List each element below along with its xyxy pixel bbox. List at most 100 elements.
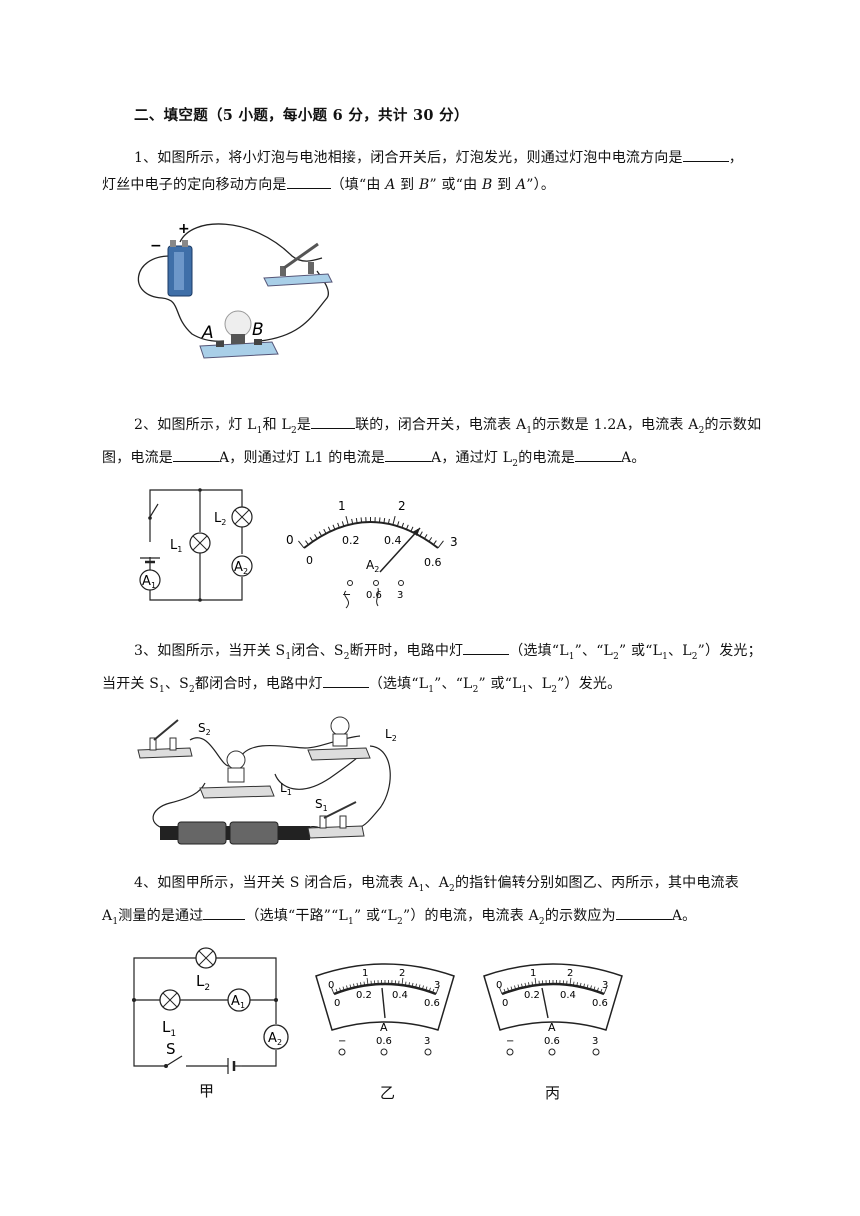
dial-tick: [528, 982, 530, 987]
dial-tick: [435, 987, 440, 995]
figure-two-switch-circuit: S2 L2 L1 S1: [137, 716, 397, 845]
dial-tick: [428, 537, 433, 542]
scale-label: 0: [496, 980, 502, 991]
question-2-line-1: 2、如图所示，灯 L1和 L2是联的，闭合开关，电流表 A1的示数是 1.2A，…: [134, 412, 824, 445]
dial-tick: [378, 517, 381, 523]
answer-blank[interactable]: [385, 447, 432, 462]
lamp-l2: [195, 947, 217, 969]
dial-tick: [600, 988, 603, 993]
scale-label: 2: [567, 968, 573, 979]
dial-tick: [408, 982, 410, 987]
dial-tick: [318, 531, 323, 537]
answer-blank[interactable]: [203, 905, 246, 920]
switch-pivot: [148, 516, 152, 520]
battery-pack: [160, 821, 310, 845]
question-3-line-1: 3、如图所示，当开关 S1闭合、S2断开时，电路中灯（选填“L1”、“L2” 或…: [134, 638, 834, 671]
answer-blank[interactable]: [173, 447, 219, 462]
scale-label: 0.4: [392, 990, 408, 1001]
dial-tick: [363, 981, 365, 986]
scale-label: 0.6: [424, 556, 442, 569]
scale-label: 2: [398, 499, 406, 513]
svg-text:A: A: [234, 560, 243, 575]
dial-tick: [401, 522, 405, 528]
question-3-text: 3、如图所示，当开关 S1闭合、S2断开时，电路中灯（选填“L1”、“L2” 或…: [102, 638, 834, 704]
answer-blank[interactable]: [575, 447, 622, 462]
figure-ammeter-yi: 0 1 2 3 0 0.2 0.4 0.6 A − 0.6 3: [315, 963, 455, 1056]
dial-tick: [593, 986, 596, 991]
answer-blank[interactable]: [286, 174, 331, 189]
dial-tick: [531, 981, 533, 986]
label-l1: L1: [162, 1018, 176, 1039]
answer-blank[interactable]: [322, 673, 369, 688]
answer-blank[interactable]: [463, 640, 510, 655]
dial-tick: [337, 522, 340, 528]
dial-tick: [298, 540, 305, 549]
dial-tick: [351, 518, 354, 524]
svg-text:−: −: [342, 588, 351, 601]
dial-tick: [576, 982, 578, 987]
dial-arc: [303, 521, 439, 549]
label-l2: L2: [196, 972, 210, 993]
scale-label: 0: [328, 980, 334, 991]
dial-tick: [360, 982, 362, 987]
question-1-line-2: 灯丝中电子的定向移动方向是（填“由 A 到 B” 或“由 B 到 A”）。: [102, 172, 814, 199]
scale-label: 0.2: [342, 534, 360, 547]
switch-pivot: [164, 1064, 168, 1068]
scale-label: 3: [434, 980, 440, 991]
label-s: S: [166, 1040, 176, 1058]
figure-ammeter-bing: 0 1 2 3 0 0.2 0.4 0.6 A − 0.6 3: [483, 963, 623, 1056]
answer-blank[interactable]: [311, 414, 356, 429]
scale-label: 0.2: [524, 990, 540, 1001]
caption-jia: 甲: [199, 1082, 215, 1100]
dial-tick: [433, 540, 437, 545]
light-bulb: [199, 310, 279, 359]
figure-ammeter-dial: 0 1 2 3 0 0.2 0.4 0.6 A2 − 0.6 3: [286, 499, 458, 609]
dial-ticks: [298, 516, 444, 549]
dial-ticks: [498, 977, 608, 995]
svg-text:−: −: [338, 1036, 346, 1047]
dial-tick: [392, 516, 396, 526]
dial-tick: [339, 987, 342, 992]
lamp-l1: [189, 532, 211, 554]
svg-text:0.6: 0.6: [376, 1036, 392, 1047]
scale-label: 1: [362, 968, 368, 979]
svg-text:1: 1: [151, 581, 156, 590]
terminals: − 0.6 3: [506, 1036, 600, 1056]
switch-s1: [307, 801, 365, 839]
dial-tick: [346, 985, 348, 990]
dial-tick: [569, 977, 572, 986]
answer-blank[interactable]: [615, 905, 672, 920]
meter-label: A: [548, 1021, 556, 1034]
dial-tick: [327, 526, 331, 532]
dial-tick: [603, 987, 608, 995]
label-a: A: [201, 323, 214, 343]
dial-tick: [309, 537, 314, 542]
dial-tick: [590, 985, 592, 990]
plus-sign: +: [178, 221, 190, 237]
lamp-l1: [159, 989, 181, 1011]
svg-text:1: 1: [240, 1001, 245, 1010]
svg-text:A: A: [231, 994, 240, 1009]
svg-text:3: 3: [424, 1036, 430, 1047]
label-b: B: [252, 320, 264, 340]
question-2-text: 2、如图所示，灯 L1和 L2是联的，闭合开关，电流表 A1的示数是 1.2A，…: [102, 412, 824, 478]
dial-arc: [333, 982, 437, 996]
answer-blank[interactable]: [682, 147, 729, 162]
dial-tick: [356, 982, 359, 987]
dial-tick: [432, 988, 435, 993]
junction-dot: [274, 998, 278, 1002]
dial-tick: [596, 987, 599, 992]
dial-tick: [335, 988, 338, 993]
dial-tick: [405, 524, 409, 530]
label-l1: L1: [280, 781, 292, 797]
dial-tick: [510, 986, 513, 991]
question-1-line-1: 1、如图所示，将小灯泡与电池相接，闭合开关后，灯泡发光，则通过灯泡中电流方向是，: [134, 145, 814, 172]
dial-tick: [573, 981, 575, 986]
question-1-text: 1、如图所示，将小灯泡与电池相接，闭合开关后，灯泡发光，则通过灯泡中电流方向是，…: [102, 145, 814, 199]
pointer-tip: [412, 528, 420, 536]
dial-tick: [418, 984, 421, 989]
